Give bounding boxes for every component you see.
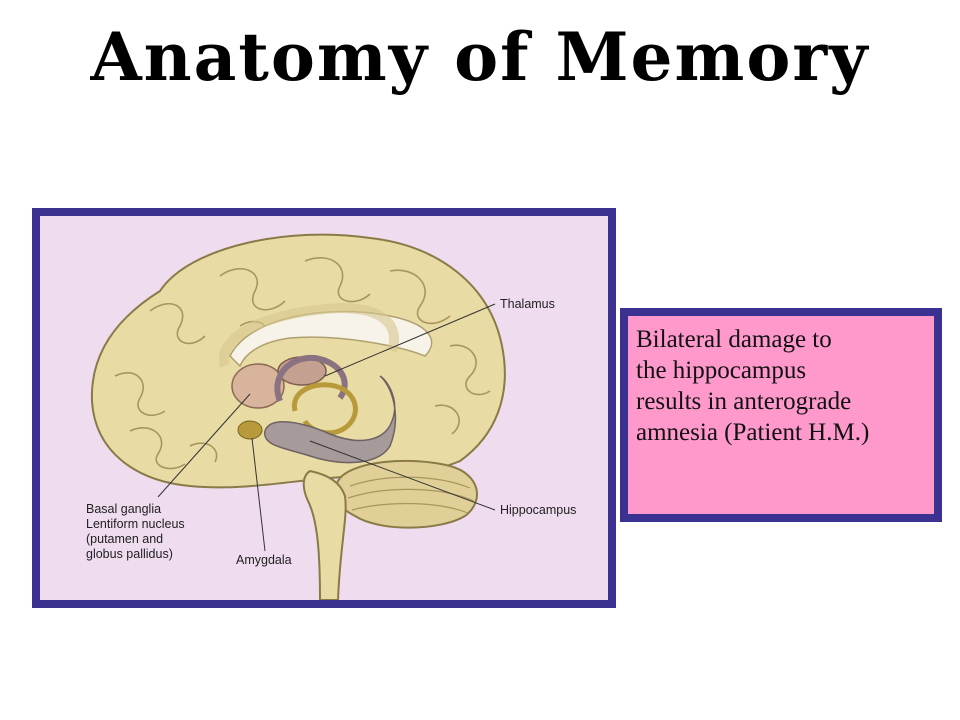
inner-region <box>218 302 399 368</box>
brainstem <box>302 469 347 600</box>
amygdala <box>237 420 263 440</box>
brain-figure: Thalamus Hippocampus Amygdala Basal gang… <box>32 208 616 608</box>
callout-box: Bilateral damage to the hippocampus resu… <box>620 308 942 522</box>
slide-title: Anatomy of Memory <box>90 18 870 96</box>
hippocampus <box>264 375 397 464</box>
leader-lines <box>157 303 496 552</box>
label-hippocampus: Hippocampus <box>500 503 576 517</box>
callout-text: Bilateral damage to the hippocampus resu… <box>636 326 870 446</box>
cerebellum-folia <box>347 476 475 514</box>
label-amygdala: Amygdala <box>236 553 292 567</box>
label-basal-ganglia: Basal ganglia <box>86 502 161 516</box>
label-putamen-and: (putamen and <box>86 532 163 546</box>
label-lentiform-nucleus: Lentiform nucleus <box>86 517 185 531</box>
label-thalamus: Thalamus <box>500 297 555 311</box>
caudate-curve <box>274 354 348 403</box>
cerebellum <box>334 459 478 529</box>
label-globus-pallidus: globus pallidus) <box>86 547 173 561</box>
brain-illustration: Thalamus Hippocampus Amygdala Basal gang… <box>86 233 576 600</box>
lentiform-nucleus <box>231 363 285 409</box>
